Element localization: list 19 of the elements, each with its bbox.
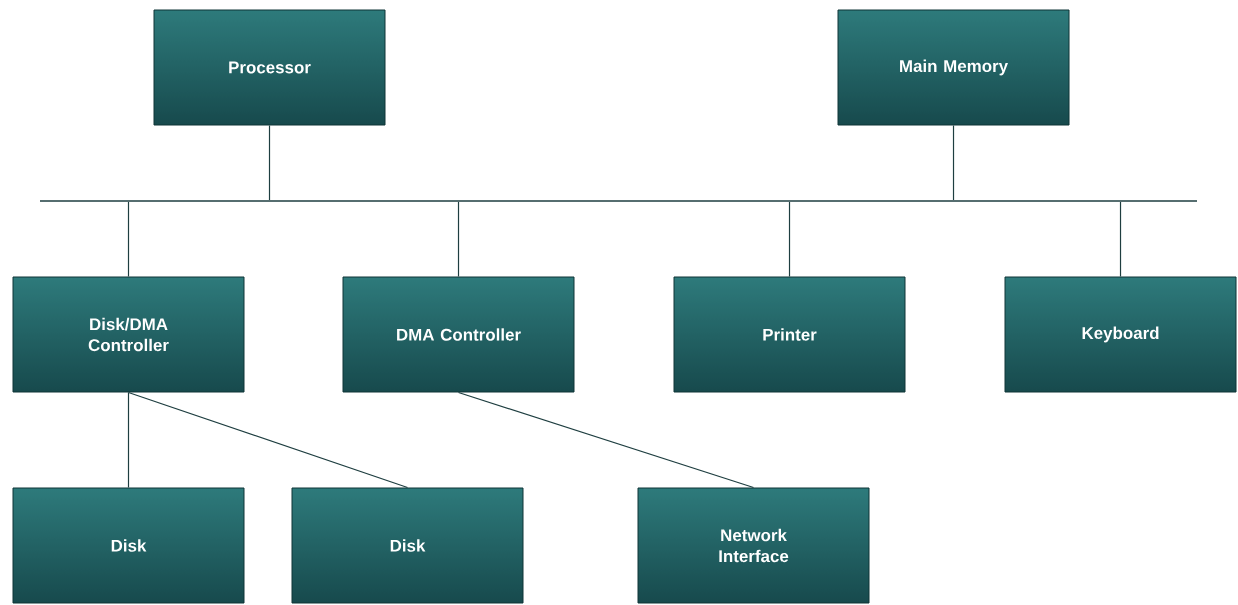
connector-line xyxy=(127,201,130,278)
component-box: Processor xyxy=(153,9,386,126)
component-box: Disk xyxy=(291,487,524,604)
connector-line xyxy=(457,391,755,489)
connector-line xyxy=(457,201,460,278)
component-box: Keyboard xyxy=(1004,276,1237,393)
connector-line xyxy=(127,391,409,489)
component-box: Network Interface xyxy=(637,487,870,604)
component-box: DMA Controller xyxy=(342,276,575,393)
component-box: Disk xyxy=(12,487,245,604)
connector-line xyxy=(952,124,955,201)
connector-line xyxy=(788,201,791,278)
component-box: Disk/DMA Controller xyxy=(12,276,245,393)
bus-line xyxy=(40,200,1197,202)
connector-line xyxy=(268,124,271,201)
component-box: Main Memory xyxy=(837,9,1070,126)
connector-line xyxy=(127,391,130,489)
component-box: Printer xyxy=(673,276,906,393)
connector-line xyxy=(1119,201,1122,278)
